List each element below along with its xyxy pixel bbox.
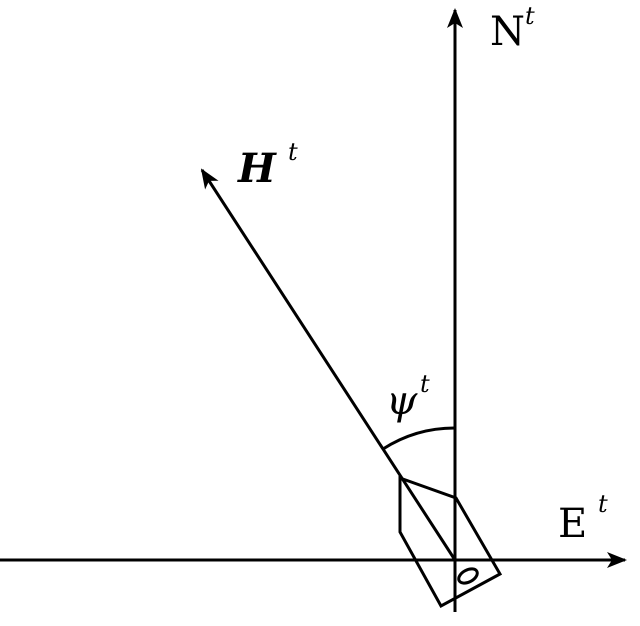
heading-label: H t	[237, 138, 298, 192]
heading-label-sup: t	[288, 138, 298, 166]
north-label-sup: t	[525, 2, 535, 30]
heading-label-main: H	[237, 145, 277, 192]
east-label-main: E	[558, 501, 587, 547]
angle-label-main: ψ	[386, 378, 418, 424]
boat-hull	[398, 475, 503, 609]
east-label: E t	[558, 490, 608, 547]
angle-arc	[382, 426, 456, 451]
angle-label-sup: t	[420, 370, 430, 398]
heading-vector	[200, 168, 457, 561]
angle-label: ψ t	[386, 370, 430, 424]
boat-center-marker	[457, 567, 479, 585]
north-label: N t	[490, 2, 535, 55]
north-label-main: N	[490, 9, 525, 55]
east-label-sup: t	[598, 490, 608, 518]
